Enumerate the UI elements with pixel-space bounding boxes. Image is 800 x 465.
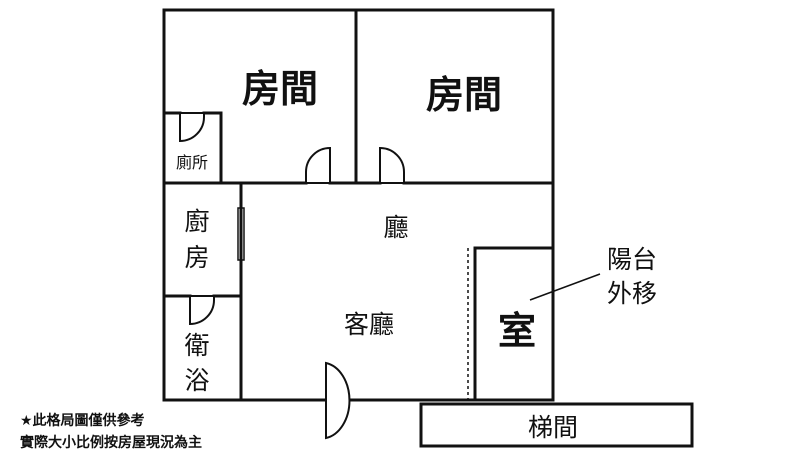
bedroom-1-label: 房間 [242,66,318,111]
balcony-label-1: 陽台 [607,245,657,274]
balcony-label-2: 外移 [607,279,657,308]
entrance-door[interactable] [325,361,351,440]
bedroom-1-door[interactable] [305,146,331,184]
outer-wall [162,8,555,402]
kitchen-label-1: 廚 [184,207,209,236]
kitchen-window [237,207,245,261]
stairs-box [419,402,694,448]
bath-label-2: 浴 [184,366,209,395]
hall-label: 廳 [383,213,408,242]
toilet-label: 廁所 [176,153,208,172]
room-label: 室 [498,308,536,353]
stairs-label: 梯間 [528,413,578,442]
disclaimer-line-2: 實際大小比例按房屋現況為主 [20,435,202,451]
bedroom-2-door[interactable] [379,146,405,184]
kitchen-label-2: 房 [184,243,209,272]
bath-label-1: 衛 [184,331,209,360]
bedroom-2-label: 房間 [426,72,502,117]
toilet-door[interactable] [179,112,205,143]
disclaimer-line-1: ★此格局圖僅供參考 [20,413,145,429]
bath-door[interactable] [189,295,215,326]
living-room-label: 客廳 [344,310,394,339]
balcony-pointer [529,273,601,301]
